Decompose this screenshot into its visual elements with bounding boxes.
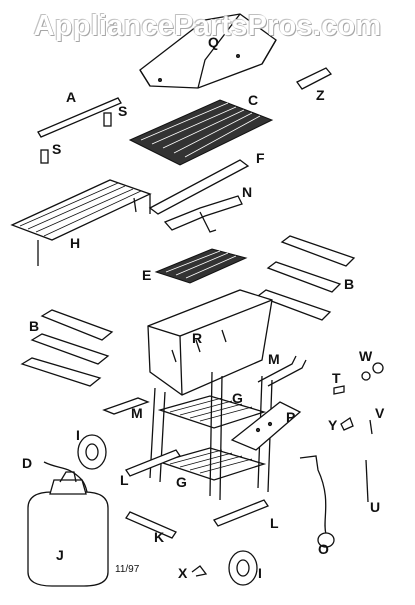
label-i-right: I — [258, 565, 262, 581]
label-l-left: L — [120, 472, 129, 488]
label-g-upper: G — [232, 390, 243, 406]
label-o: O — [318, 541, 329, 557]
label-m-right: M — [268, 351, 280, 367]
part-o-regulator[interactable] — [299, 455, 369, 548]
label-l-right: L — [270, 515, 279, 531]
part-c-grate[interactable] — [128, 99, 274, 166]
watermark-text: AppliancePartsPros.com — [33, 10, 382, 42]
label-j: J — [56, 547, 64, 563]
label-b-right: B — [344, 276, 355, 292]
date-code: 11/97 — [115, 564, 140, 575]
label-n: N — [242, 184, 253, 200]
part-e-grate[interactable] — [154, 248, 248, 284]
label-e: E — [142, 267, 152, 283]
label-a: A — [66, 89, 77, 105]
label-v: V — [375, 405, 385, 421]
label-u: U — [370, 499, 381, 515]
part-q-lid[interactable] — [139, 13, 277, 89]
label-s-lower: S — [52, 141, 62, 157]
label-x: X — [178, 565, 188, 581]
part-n-burner[interactable] — [163, 195, 243, 233]
label-h: H — [70, 235, 81, 251]
part-b-trays-left[interactable] — [20, 309, 114, 387]
label-r: R — [192, 330, 203, 346]
label-t: T — [332, 370, 341, 386]
part-cart-frame[interactable] — [102, 355, 307, 539]
part-p-shelf[interactable] — [230, 401, 302, 451]
label-g-lower: G — [176, 474, 187, 490]
part-j-tank[interactable] — [27, 471, 109, 587]
label-z: Z — [316, 87, 325, 103]
label-s-upper: S — [118, 103, 128, 119]
label-f: F — [256, 150, 265, 166]
label-m-left: M — [131, 405, 143, 421]
label-y: Y — [328, 417, 338, 433]
part-r-firebox[interactable] — [147, 289, 273, 396]
label-d: D — [22, 455, 33, 471]
label-w: W — [359, 348, 373, 364]
part-a-bar[interactable] — [37, 97, 122, 138]
part-f-bar[interactable] — [148, 159, 250, 215]
label-b-left: B — [29, 318, 40, 334]
label-i-left: I — [76, 427, 80, 443]
part-z-handle[interactable] — [296, 67, 333, 90]
label-p: P — [286, 409, 296, 425]
part-x-clip[interactable] — [191, 565, 208, 577]
label-k: K — [154, 529, 165, 545]
part-i-wheels[interactable] — [77, 434, 258, 586]
label-c: C — [248, 92, 259, 108]
part-s-spacers[interactable] — [40, 112, 112, 164]
part-b-trays-right[interactable] — [256, 235, 356, 321]
part-h-rack[interactable] — [10, 179, 152, 266]
label-q: Q — [208, 34, 219, 50]
part-hardware[interactable] — [333, 362, 384, 435]
